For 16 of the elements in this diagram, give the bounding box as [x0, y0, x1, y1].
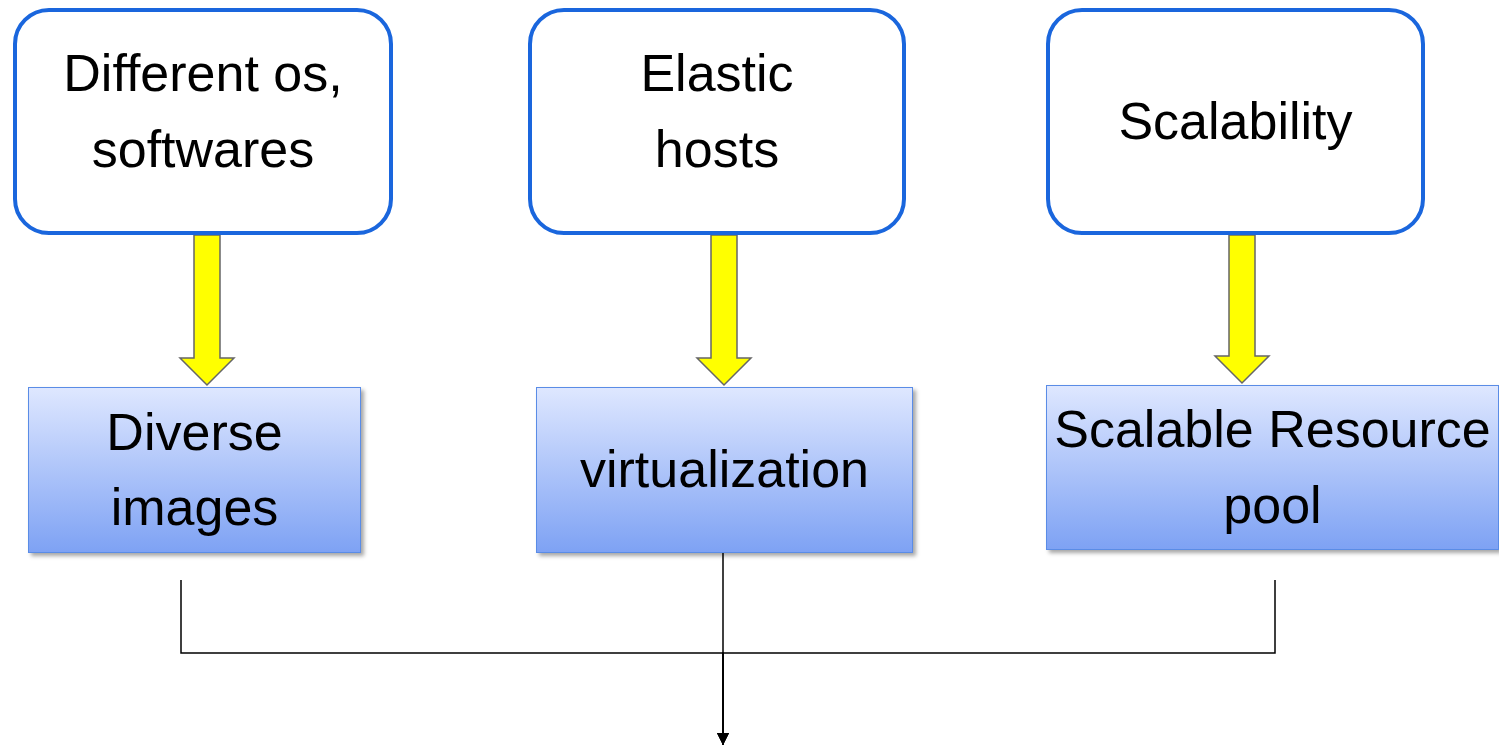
- block-arrow: [695, 234, 753, 387]
- node-label: virtualization: [580, 439, 869, 501]
- rounded-box: [13, 8, 393, 235]
- rounded-box: [1046, 8, 1425, 235]
- block-arrow: [1213, 234, 1271, 385]
- gradient-box: [1046, 385, 1499, 550]
- node-label: Scalability: [1118, 90, 1353, 152]
- gradient-box: [28, 387, 361, 553]
- node-label: Scalable Resource pool: [1053, 399, 1492, 536]
- node-label: Diverse images: [105, 401, 284, 538]
- node-label: Different os, softwares: [62, 43, 344, 180]
- block-arrow: [178, 234, 236, 387]
- node-label: Elastic hosts: [639, 43, 795, 180]
- connector-arrow: [717, 579, 1276, 746]
- gradient-box: [536, 387, 913, 553]
- rounded-box: [528, 8, 906, 235]
